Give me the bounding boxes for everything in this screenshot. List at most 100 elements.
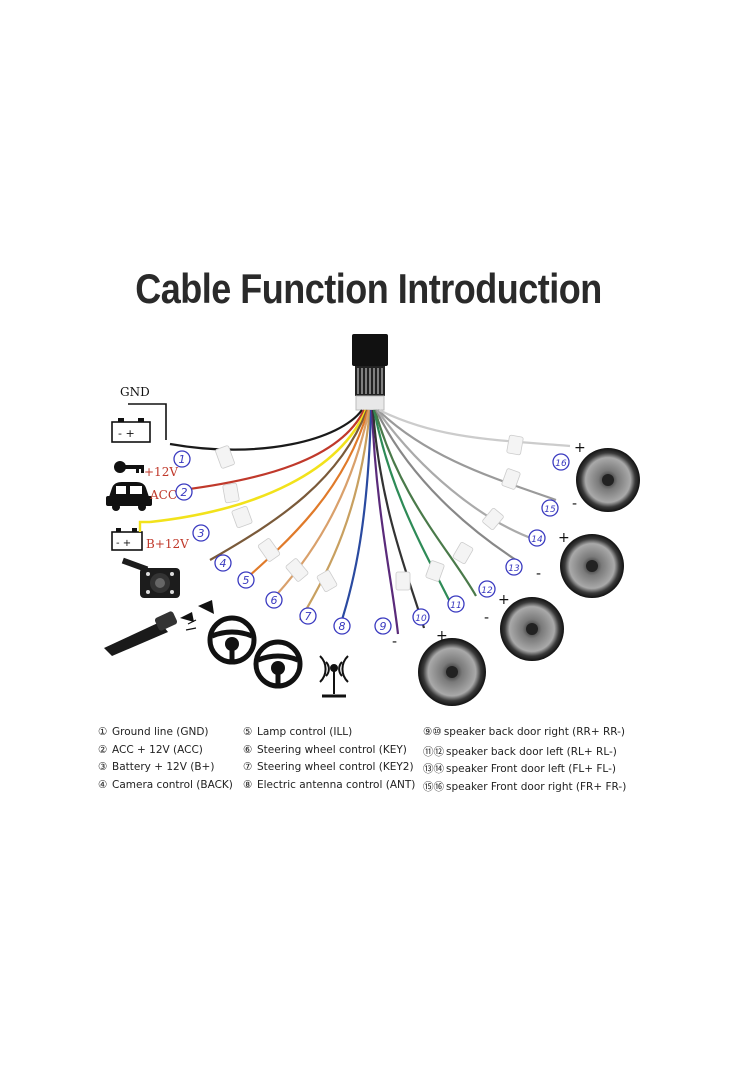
legend-item: ④ Camera control (BACK): [98, 779, 233, 797]
legend-mark: ①: [98, 726, 108, 738]
car-icon: [106, 482, 152, 511]
wire-fl-minus: [376, 409, 537, 542]
wire-key: [267, 409, 371, 605]
legend-text: ACC + 12V (ACC): [112, 743, 203, 756]
wire-number-4: 4: [214, 554, 232, 572]
wire-rl-minus: [373, 409, 477, 597]
battery-icon: - +: [111, 528, 143, 551]
wire-rl-plus: [372, 409, 455, 611]
antenna-icon: [319, 655, 349, 698]
wire-number-5: 5: [237, 571, 255, 589]
legend-text: speaker Front door left (FL+ FL-): [446, 763, 616, 775]
wire-number-label: 1: [179, 453, 186, 466]
wire-number-8: 8: [333, 617, 351, 635]
legend-mark: ⑨⑩: [423, 726, 442, 738]
polarity-plus: +: [436, 628, 448, 644]
acc-label: ACC: [149, 488, 177, 502]
legend-column-1: ① Ground line (GND) ② ACC + 12V (ACC) ③ Bat…: [98, 726, 233, 796]
wire-number-label: 3: [198, 527, 205, 540]
wire-battery: [149, 409, 368, 524]
wire-number-9: 9: [374, 617, 392, 635]
wire-number-6: 6: [265, 591, 283, 609]
wire-number-13: 13: [505, 558, 523, 576]
wire-ill: [239, 409, 370, 585]
wire-number-label: 10: [415, 614, 427, 624]
legend-text: speaker back door right (RR+ RR-): [443, 726, 626, 738]
speaker-icon: [418, 638, 486, 706]
legend-mark: ⑤: [243, 726, 253, 738]
wire-gnd: [169, 409, 363, 451]
wire-fl-plus: [375, 409, 517, 561]
wire-number-16: 16: [552, 453, 570, 471]
wire-number-label: 9: [380, 620, 387, 633]
wire-number-label: 4: [220, 557, 227, 570]
lamp-switch-icon: [104, 600, 214, 656]
legend-mark: ③: [98, 761, 108, 773]
polarity-plus: +: [558, 530, 570, 546]
wire-number-label: 7: [305, 610, 312, 623]
camera-icon: [121, 557, 180, 598]
legend-text: Battery + 12V (B+): [112, 761, 215, 773]
legend-item: ② ACC + 12V (ACC): [98, 744, 233, 762]
wire-number-11: 11: [447, 595, 465, 613]
legend-mark: ②: [98, 743, 108, 756]
wire-number-7: 7: [299, 607, 317, 625]
gnd-label: GND: [120, 385, 150, 399]
wire-number-label: 5: [243, 574, 250, 587]
legend-mark: ⑦: [243, 761, 253, 773]
battery-icon: - +: [111, 418, 151, 443]
wire-number-2: 2: [175, 483, 193, 501]
steering-wheel-icon: [253, 639, 303, 689]
wire-number-12: 12: [478, 580, 496, 598]
wire-number-label: 11: [450, 601, 461, 611]
wire-ant: [338, 409, 373, 627]
legend-text: Electric antenna control (ANT): [257, 778, 416, 791]
legend-text: speaker back door left (RL+ RL-): [446, 745, 617, 758]
legend-item: ① Ground line (GND): [98, 726, 233, 744]
wire-number-15: 15: [541, 499, 559, 517]
wire-number-10: 10: [412, 608, 430, 626]
legend-item: ③ Battery + 12V (B+): [98, 761, 233, 779]
wire-rr-plus: [370, 409, 400, 635]
speaker-icon: [576, 448, 640, 512]
legend-item: ⑧ Electric antenna control (ANT): [243, 779, 415, 797]
legend-mark: ⑪⑫: [423, 745, 444, 758]
wire-number-label: 12: [481, 586, 493, 596]
legend-item: ⑤ Lamp control (ILL): [243, 726, 415, 744]
wire-number-label: 2: [181, 486, 188, 499]
legend-text: Camera control (BACK): [112, 778, 233, 791]
wire-number-label: 8: [339, 620, 346, 633]
key-icon: [114, 461, 144, 473]
legend-mark: ⑬⑭: [423, 763, 444, 775]
wire-number-label: 16: [555, 459, 567, 469]
wire-number-3: 3: [192, 524, 210, 542]
legend-mark: ⑥: [243, 743, 253, 756]
wire-number-label: 6: [271, 594, 278, 607]
wire-number-label: 15: [544, 505, 556, 515]
wire-number-1: 1: [173, 450, 191, 468]
polarity-minus: -: [392, 634, 397, 650]
legend-mark: ④: [98, 778, 108, 791]
wire-fr-minus: [378, 409, 571, 448]
legend-text: Ground line (GND): [112, 726, 209, 738]
legend-text: Steering wheel control (KEY2): [257, 761, 414, 773]
legend-mark: ⑧: [243, 778, 253, 791]
polarity-minus: -: [536, 566, 541, 582]
battery-polarity: - +: [118, 427, 135, 440]
speaker-icon: [500, 597, 564, 661]
bplus12v-label: B+12V: [146, 537, 189, 551]
wire-fr-plus: [377, 409, 557, 502]
legend-text: Lamp control (ILL): [257, 726, 353, 738]
wire-number-label: 13: [508, 564, 520, 574]
polarity-plus: +: [498, 592, 510, 608]
polarity-minus: -: [572, 496, 577, 512]
wire-key2: [299, 409, 372, 621]
diagram-title: Cable Function Introduction: [135, 264, 602, 312]
